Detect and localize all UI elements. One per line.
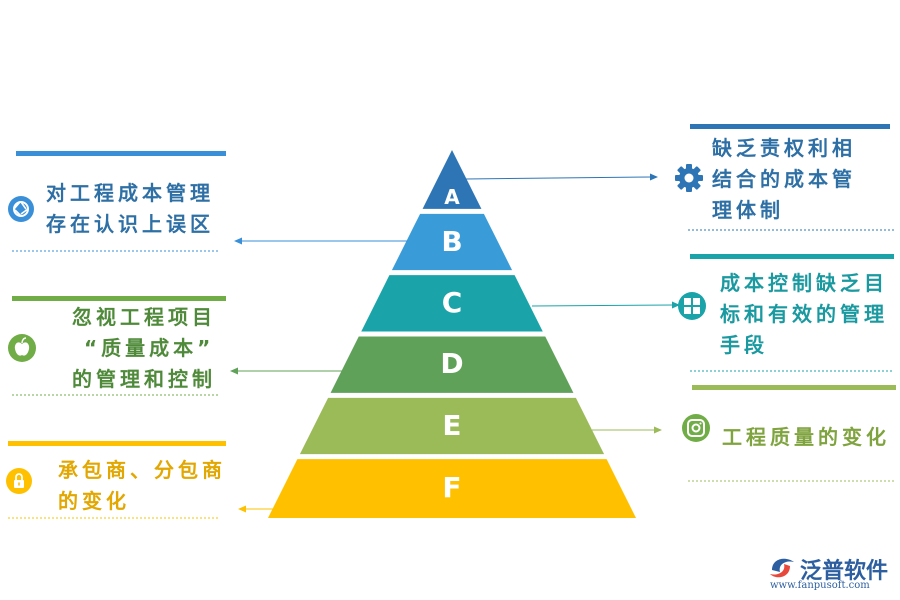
right-item-2-line-1: 成本控制缺乏目 <box>720 271 888 295</box>
right-item-2-line-2: 标和有效的管理 <box>720 302 888 326</box>
fanpu-logo-icon <box>770 558 794 578</box>
arrowhead-c-right <box>672 301 680 309</box>
pyramid-level-d <box>330 336 574 393</box>
left-item-1-text: 对工程成本管理 存在认识上误区 <box>46 178 214 240</box>
right-item-1-line-3: 理体制 <box>712 198 784 222</box>
right-item-2-text: 成本控制缺乏目 标和有效的管理 手段 <box>720 268 888 361</box>
left-item-2-text: 忽视工程项目 “质量成本” 的管理和控制 <box>72 302 216 395</box>
arrowhead-f-left <box>238 505 246 513</box>
apple-icon <box>8 334 36 362</box>
pyramid-label-c: C <box>441 285 463 319</box>
arrowhead-d-left <box>230 367 238 375</box>
right-item-1-text: 缺乏责权利相 结合的成本管 理体制 <box>712 133 856 226</box>
pyramid-level-f <box>268 459 636 518</box>
pyramid-label-e: E <box>442 408 462 442</box>
pyramid-label-a: A <box>444 184 460 209</box>
left-item-1-line-1: 对工程成本管理 <box>46 181 214 205</box>
right-bar-3 <box>692 385 896 390</box>
pyramid-label-b: B <box>441 224 463 258</box>
lock-icon <box>6 468 32 494</box>
pyramid-label-d: D <box>440 347 464 381</box>
pyramid-level-e <box>299 397 605 455</box>
left-item-2-line-2: “质量成本” <box>84 336 215 360</box>
right-item-3-line-1: 工程质量的变化 <box>722 425 890 449</box>
left-item-3-line-1: 承包商、分包商 <box>58 458 226 482</box>
left-item-2-line-1: 忽视工程项目 <box>72 305 216 329</box>
right-item-1-line-2: 结合的成本管 <box>712 167 856 191</box>
right-bar-2 <box>690 254 894 259</box>
arrowhead-e-right <box>654 426 662 434</box>
right-item-3-text: 工程质量的变化 <box>722 422 890 453</box>
connector-a-right <box>465 176 653 180</box>
left-item-3-text: 承包商、分包商 的变化 <box>58 455 226 517</box>
arrowhead-a-right <box>650 173 658 181</box>
instagram-icon <box>682 414 710 442</box>
windows-icon <box>678 292 706 320</box>
logo-name: 泛普软件 <box>800 559 889 584</box>
left-item-3-line-2: 的变化 <box>58 489 130 513</box>
left-item-1-line-2: 存在认识上误区 <box>46 212 214 236</box>
right-bar-1 <box>690 124 890 129</box>
right-item-2-line-3: 手段 <box>720 333 768 357</box>
aperture-icon <box>8 196 34 222</box>
right-item-1-line-1: 缺乏责权利相 <box>712 136 856 160</box>
pyramid-level-b <box>391 213 513 271</box>
connector-c-right <box>531 304 675 307</box>
pyramid <box>268 150 636 518</box>
arrowhead-b-left <box>234 237 242 245</box>
left-bar-1 <box>16 151 226 156</box>
pyramid-level-a <box>422 150 482 209</box>
gear-icon <box>675 164 703 192</box>
left-bar-3 <box>8 441 226 446</box>
logo-url: www.fanpusoft.com <box>770 580 870 591</box>
left-bar-2 <box>12 296 226 301</box>
left-item-2-line-3: 的管理和控制 <box>72 367 216 391</box>
pyramid-level-c <box>361 275 543 332</box>
pyramid-label-f: F <box>442 471 462 505</box>
